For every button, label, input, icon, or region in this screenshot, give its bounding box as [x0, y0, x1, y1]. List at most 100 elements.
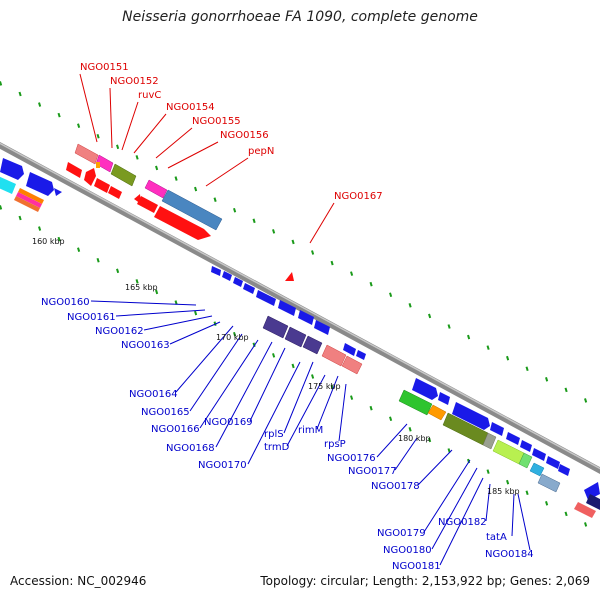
gc-tick	[291, 363, 295, 369]
gene-NGO0179[interactable]	[490, 422, 504, 436]
gene-label-rplS[interactable]: rplS	[264, 429, 284, 440]
gene-NGO0156[interactable]	[161, 189, 223, 231]
gene-NGO0177[interactable]	[438, 392, 450, 405]
gene-label-NGO0163[interactable]: NGO0163	[121, 340, 170, 351]
gene-rpsP[interactable]	[343, 343, 356, 356]
gene-features-top	[0, 143, 223, 240]
gene-forward-arrow-r1	[532, 448, 546, 461]
gene-label-NGO0177[interactable]: NGO0177	[348, 466, 397, 477]
gene-label-NGO0164[interactable]: NGO0164	[129, 389, 178, 400]
gene-forward-arrow-rp2	[356, 350, 366, 360]
gene-olive-gray	[482, 432, 497, 450]
gene-NGO0166[interactable]	[298, 310, 314, 325]
genome-backbone-highlight	[0, 142, 600, 470]
gene-NGO0181[interactable]	[520, 440, 532, 452]
scale-label: 160 kbp	[32, 237, 65, 246]
gc-tick	[252, 218, 256, 224]
scale-label: 180 kbp	[398, 434, 431, 443]
gene-label-NGO0156[interactable]: NGO0156	[220, 130, 269, 141]
gene-pepN-body[interactable]	[154, 206, 211, 240]
gene-rimM[interactable]	[341, 355, 363, 375]
gene-NGO0178[interactable]	[452, 402, 490, 430]
gene-NGO0176[interactable]	[412, 378, 438, 400]
gene-label-NGO0167[interactable]: NGO0167	[334, 191, 383, 202]
gc-tick	[194, 186, 198, 192]
gc-tick	[0, 81, 3, 86]
gene-forward-arrow-r3	[558, 464, 570, 476]
gene-NGO0163[interactable]	[243, 283, 255, 294]
gene-NGO0152[interactable]	[95, 154, 114, 173]
gene-label-NGO0179[interactable]: NGO0179	[377, 528, 426, 539]
gene-trmD[interactable]	[321, 344, 347, 367]
gene-NGO0161[interactable]	[222, 271, 232, 281]
gc-tick	[506, 479, 510, 485]
gene-label-ruvC[interactable]: ruvC	[138, 90, 161, 101]
gc-tick	[506, 355, 510, 361]
gc-tick	[311, 374, 315, 379]
gene-label-NGO0182[interactable]: NGO0182	[438, 517, 487, 528]
gc-tick	[311, 250, 315, 255]
gene-rplS[interactable]	[302, 335, 323, 355]
gene-label-NGO0160[interactable]: NGO0160	[41, 297, 90, 308]
gc-tick	[525, 366, 529, 372]
gc-tick	[96, 133, 100, 139]
gene-NGO0162[interactable]	[233, 277, 243, 287]
gene-label-NGO0151[interactable]: NGO0151	[80, 62, 129, 73]
bottom-leader-lines	[90, 300, 531, 566]
gene-forward-arrow-2	[26, 172, 54, 196]
gene-reverse-arrow-4	[108, 186, 122, 199]
gene-label-NGO0180[interactable]: NGO0180	[383, 545, 432, 556]
gene-label-NGO0169[interactable]: NGO0169	[204, 417, 253, 428]
gene-NGO0151[interactable]	[74, 143, 99, 165]
gene-label-NGO0152[interactable]: NGO0152	[110, 76, 159, 87]
gene-label-trmD[interactable]: trmD	[264, 442, 290, 453]
gc-tick-track	[0, 81, 588, 527]
gc-tick	[408, 303, 412, 308]
gene-label-NGO0166[interactable]: NGO0166	[151, 424, 200, 435]
gene-NGO0167[interactable]	[285, 272, 294, 281]
gene-NGO0169[interactable]	[262, 315, 289, 339]
gc-tick	[408, 427, 412, 432]
gene-NGO0180[interactable]	[506, 432, 520, 445]
gc-tick	[486, 345, 490, 350]
gene-navy-block	[586, 494, 600, 510]
gc-tick	[428, 313, 432, 319]
gene-label-NGO0162[interactable]: NGO0162	[95, 326, 144, 337]
gc-tick	[486, 469, 490, 474]
gene-NGO0168[interactable]	[314, 320, 330, 335]
gene-NGO0182[interactable]	[398, 389, 433, 416]
gene-label-tatA[interactable]: tatA	[486, 532, 507, 543]
gene-NGO0164[interactable]	[256, 290, 276, 306]
gc-tick	[584, 398, 588, 403]
gene-NGO0154[interactable]	[144, 179, 168, 199]
gc-tick	[155, 289, 159, 295]
gene-forward-arrow-1	[0, 158, 24, 180]
gene-label-NGO0155[interactable]: NGO0155	[192, 116, 241, 127]
gc-tick	[584, 522, 588, 527]
gene-light-green-2	[518, 452, 533, 469]
gene-NGO0170[interactable]	[284, 326, 307, 348]
gene-label-NGO0178[interactable]: NGO0178	[371, 481, 420, 492]
gene-label-rpsP[interactable]: rpsP	[324, 439, 346, 450]
gene-NGO0165[interactable]	[278, 300, 296, 316]
gene-label-NGO0181[interactable]: NGO0181	[392, 561, 441, 572]
gene-label-NGO0184[interactable]: NGO0184	[485, 549, 534, 560]
topology-label: Topology: circular; Length: 2,153,922 bp…	[260, 574, 590, 588]
scale-label: 165 kbp	[125, 283, 158, 292]
gene-label-NGO0176[interactable]: NGO0176	[327, 453, 376, 464]
gene-label-NGO0161[interactable]: NGO0161	[67, 312, 116, 323]
gene-ruvC[interactable]	[110, 163, 137, 187]
gc-tick	[467, 334, 471, 340]
gene-label-NGO0170[interactable]: NGO0170	[198, 460, 247, 471]
gene-tatA[interactable]	[427, 404, 447, 421]
gene-NGO0160[interactable]	[211, 266, 221, 276]
gene-label-pepN[interactable]: pepN	[248, 146, 274, 157]
gene-label-NGO0165[interactable]: NGO0165	[141, 407, 190, 418]
gene-label-NGO0168[interactable]: NGO0168	[166, 443, 215, 454]
gene-label-rimM[interactable]: rimM	[298, 425, 323, 436]
gc-tick	[369, 405, 373, 411]
gc-tick	[545, 377, 549, 382]
gc-tick	[174, 176, 178, 181]
gene-label-NGO0154[interactable]: NGO0154	[166, 102, 215, 113]
